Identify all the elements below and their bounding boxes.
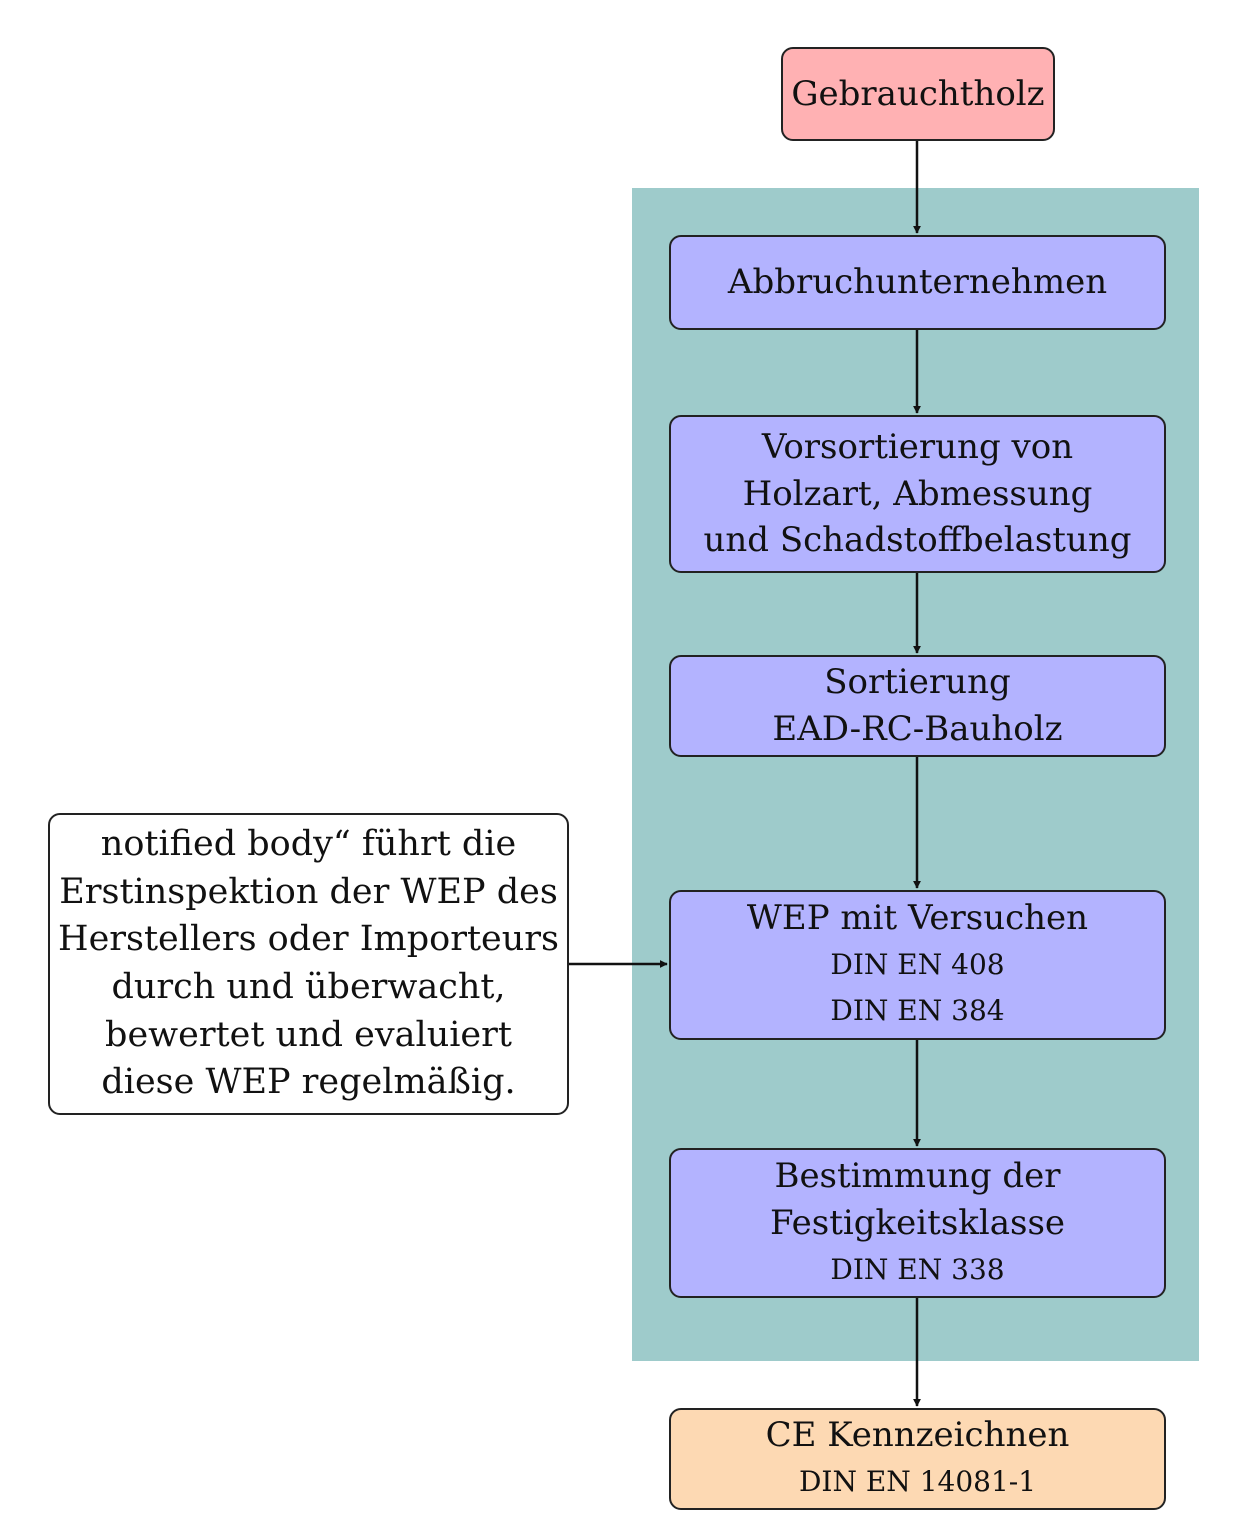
node-ce-kennzeichnen: CE Kennzeichnen DIN EN 14081-1 (669, 1408, 1166, 1510)
note-line-2: Erstinspektion der WEP des (59, 871, 558, 912)
node-gebrauchtholz-label: Gebrauchtholz (791, 73, 1045, 114)
node-abbruchunternehmen: Abbruchunternehmen (669, 235, 1166, 330)
node-bestimmung-line-2: Festigkeitsklasse (769, 1202, 1066, 1243)
node-vorsortierung-line-2: Holzart, Abmessung (742, 473, 1093, 514)
note-line-6: diese WEP regelmäßig. (101, 1062, 516, 1103)
node-vorsortierung: Vorsortierung von Holzart, Abmessung und… (669, 415, 1166, 573)
node-wep-versuche: WEP mit Versuchen DIN EN 408 DIN EN 384 (669, 890, 1166, 1040)
note-line-4: durch und überwacht, (111, 967, 506, 1007)
node-wep-title: WEP mit Versuchen (746, 898, 1089, 939)
node-bestimmung-norm: DIN EN 338 (830, 1252, 1005, 1286)
node-vorsortierung-line-1: Vorsortierung von (761, 426, 1074, 467)
node-wep-norm-2: DIN EN 384 (830, 994, 1005, 1028)
node-abbruchunternehmen-label: Abbruchunternehmen (727, 262, 1108, 303)
note-line-1: notified body“ führt die (100, 824, 517, 865)
node-bestimmung-festigkeitsklasse: Bestimmung der Festigkeitsklasse DIN EN … (669, 1148, 1166, 1298)
node-ce-title: CE Kennzeichnen (765, 1415, 1070, 1456)
node-wep-norm-1: DIN EN 408 (830, 948, 1005, 982)
note-line-5: bewertet und evaluiert (105, 1014, 512, 1055)
note-notified-body: notified body“ führt die Erstinspektion … (48, 813, 569, 1115)
node-sortierung-line-1: Sortierung (824, 662, 1011, 703)
node-sortierung-line-2: EAD-RC-Bauholz (772, 709, 1063, 749)
node-ce-norm: DIN EN 14081-1 (798, 1465, 1037, 1499)
node-sortierung: Sortierung EAD-RC-Bauholz (669, 655, 1166, 757)
node-vorsortierung-line-3: und Schadstoffbelastung (703, 520, 1132, 561)
node-gebrauchtholz: Gebrauchtholz (781, 47, 1055, 141)
node-bestimmung-line-1: Bestimmung der (774, 1156, 1061, 1196)
note-line-3: Herstellers oder Importeurs (58, 919, 559, 960)
